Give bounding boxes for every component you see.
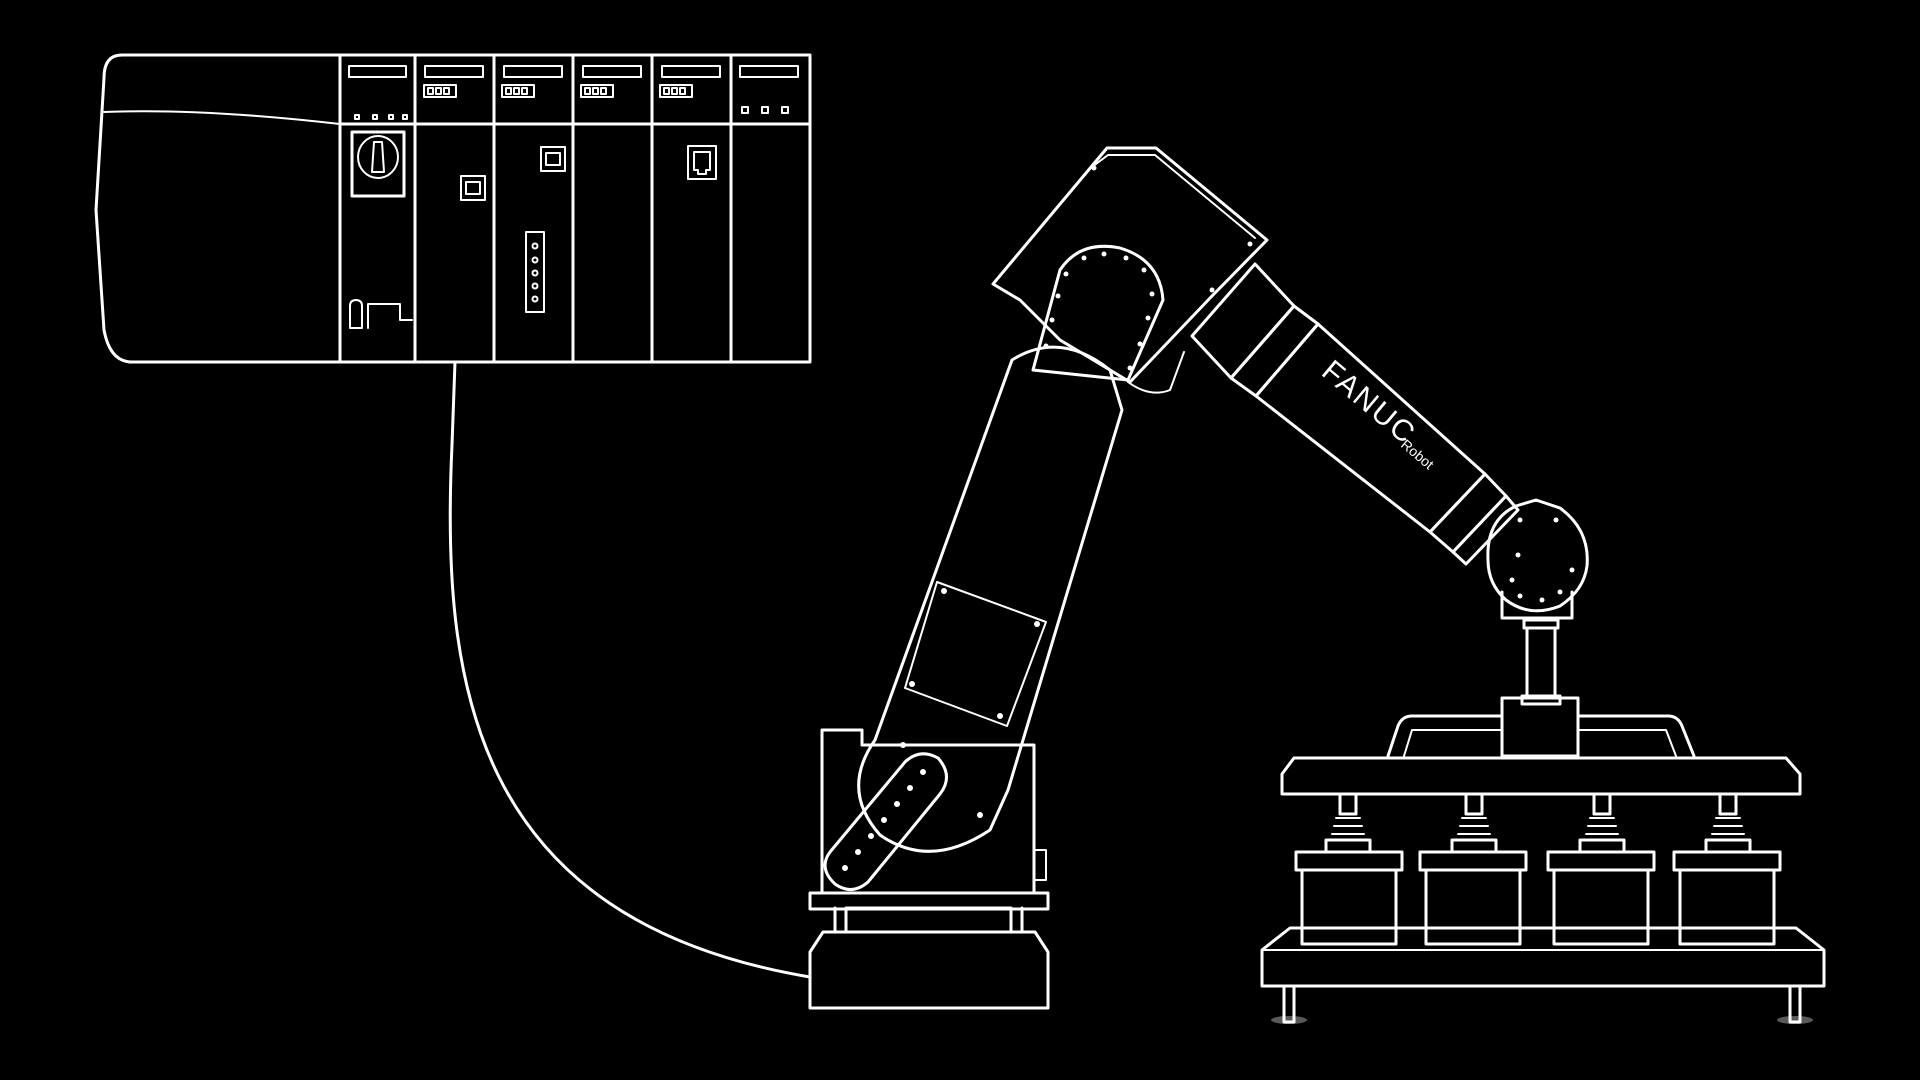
plc-terminal-block (525, 231, 545, 313)
robot-base (808, 728, 1050, 1010)
plc-rack (338, 53, 812, 364)
plc-usb-port-icon[interactable] (540, 146, 566, 172)
workpiece-box (1294, 850, 1404, 946)
plc-module-label-slots (348, 65, 799, 78)
robot-shoulder-housing (991, 146, 1269, 394)
suction-cup (1704, 792, 1752, 854)
industrial-robot: FANUC Robot (808, 146, 1589, 1010)
conveyor-stand (1260, 926, 1826, 1024)
plc-controller (94, 53, 812, 364)
robot-tool-flange (1520, 618, 1562, 706)
robot-base-link (823, 752, 948, 891)
plc-cpu-port (349, 299, 413, 329)
robot-upper-arm: FANUC Robot (1190, 262, 1487, 534)
plc-usb-port-icon[interactable] (460, 175, 486, 201)
plc-module-dividers (413, 53, 733, 364)
suction-cup (1578, 792, 1626, 854)
shoulder-bolt-ring (1043, 165, 1253, 371)
suction-cup (1324, 792, 1372, 854)
workpiece-boxes (1294, 850, 1782, 946)
controller-robot-cable (448, 360, 812, 979)
vacuum-gripper (1280, 696, 1802, 854)
workpiece-box (1418, 850, 1528, 946)
suction-cup (1450, 792, 1498, 854)
plc-status-leds (354, 84, 789, 120)
plc-key-switch-icon[interactable] (350, 130, 406, 198)
plc-housing-contour (103, 110, 341, 125)
plc-power-supply-housing (94, 53, 342, 364)
robot-lower-arm (857, 345, 1124, 853)
workpiece-box (1546, 850, 1656, 946)
plc-ethernet-port-icon[interactable] (687, 145, 717, 180)
robot-model-label: Robot (1398, 436, 1437, 472)
robot-wrist (1428, 472, 1589, 620)
workpiece-box (1672, 850, 1782, 946)
